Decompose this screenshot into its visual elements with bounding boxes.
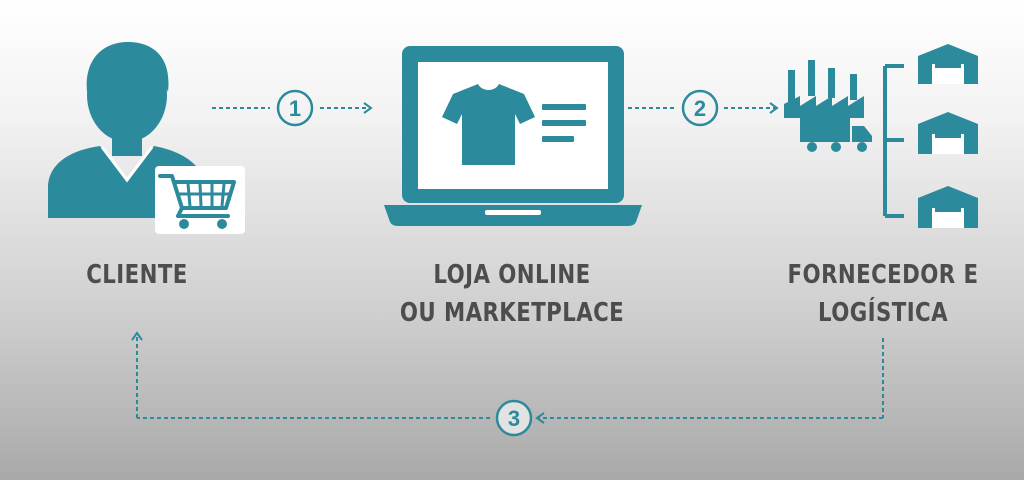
label-fornecedor-line2: LOGÍSTICA [817, 298, 949, 328]
warehouse-icon [918, 112, 978, 154]
label-loja-line1: LOJA ONLINE [433, 260, 591, 290]
label-loja: LOJA ONLINE OU MARKETPLACE [389, 256, 635, 332]
label-loja-line2: OU MARKETPLACE [399, 298, 625, 328]
label-cliente-text: CLIENTE [86, 260, 188, 290]
text-lines-icon [542, 104, 586, 142]
arrow-step-2 [628, 102, 779, 114]
step-2-badge: 2 [681, 89, 719, 127]
step-2-number: 2 [694, 96, 706, 121]
step-3-badge: 3 [495, 399, 533, 437]
shopping-cart-icon [155, 166, 245, 234]
warehouse-icon [918, 44, 978, 84]
label-fornecedor: FORNECEDOR E LOGÍSTICA [768, 256, 998, 332]
step-1-number: 1 [289, 96, 301, 121]
distribution-bracket [883, 64, 904, 218]
label-fornecedor-line1: FORNECEDOR E [787, 260, 979, 290]
step-1-badge: 1 [276, 89, 314, 127]
label-cliente: CLIENTE [55, 256, 219, 294]
arrow-step-3 [131, 331, 884, 424]
truck-icon [800, 116, 872, 152]
factory-icon [784, 60, 864, 118]
warehouse-icon [918, 186, 978, 228]
step-3-number: 3 [508, 406, 520, 431]
collar-lines [100, 146, 154, 183]
arrow-step-1 [212, 102, 373, 114]
tshirt-icon [442, 84, 535, 165]
